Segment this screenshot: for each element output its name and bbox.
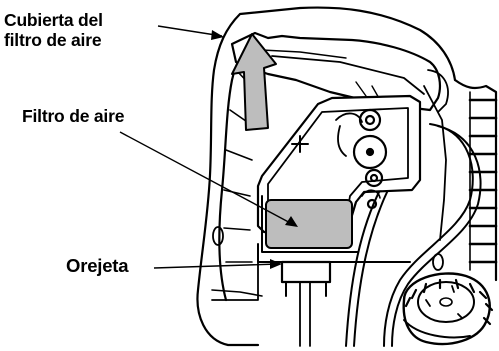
leader-line-tab: [153, 263, 279, 269]
label-air-filter-cover: Cubierta del filtro de aire: [4, 10, 103, 50]
fuel-cap: [402, 272, 494, 346]
leader-arrowhead-cover: [211, 30, 224, 40]
label-cover-line2: filtro de aire: [4, 30, 102, 50]
up-arrow-icon: [231, 33, 277, 131]
label-air-filter: Filtro de aire: [22, 106, 125, 126]
leader-line-cover: [157, 25, 223, 37]
right-ribbed-housing: [423, 78, 498, 282]
label-tab: Orejeta: [66, 255, 129, 276]
leader-line-filter: [119, 131, 297, 227]
plus-mark: [291, 135, 309, 153]
air-filter-element: [265, 199, 353, 249]
leader-arrowhead-filter: [285, 216, 298, 227]
tab-part: [211, 226, 444, 347]
label-cover-line1: Cubierta del: [4, 10, 103, 30]
fuel-lines: [345, 123, 482, 347]
housing-outline: [196, 6, 457, 347]
leader-arrowhead-tab: [270, 259, 282, 269]
